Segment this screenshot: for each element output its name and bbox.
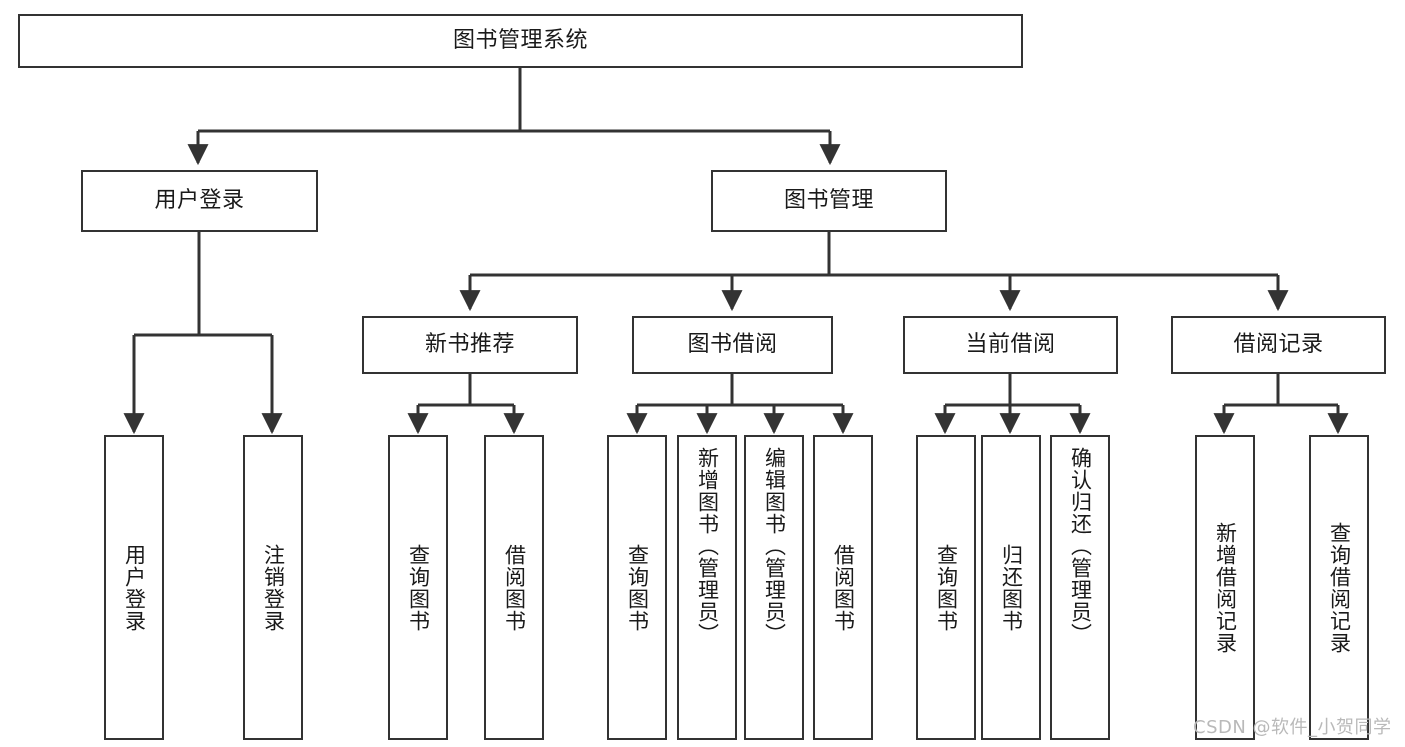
node-book-manage[interactable]: 图书管理: [711, 170, 947, 232]
node-new-book-recommend-label: 新书推荐: [424, 331, 515, 357]
node-leaf-borrow-book-2-label: 借阅图书: [831, 543, 856, 632]
node-leaf-query-book-2-label: 查询图书: [625, 543, 650, 632]
node-leaf-return-book[interactable]: 归还图书: [981, 435, 1041, 740]
node-leaf-add-record-label: 新增借阅记录: [1213, 521, 1238, 654]
edge-newbook-to-leaves: [407, 374, 525, 435]
node-leaf-return-book-label: 归还图书: [999, 543, 1024, 632]
edge-borrowrecord-to-leaves: [1213, 374, 1349, 435]
node-root[interactable]: 图书管理系统: [18, 14, 1023, 68]
node-leaf-query-book-3[interactable]: 查询图书: [916, 435, 976, 740]
node-leaf-add-record[interactable]: 新增借阅记录: [1195, 435, 1255, 740]
node-book-borrow-label: 图书借阅: [687, 331, 778, 357]
node-leaf-borrow-book-2[interactable]: 借阅图书: [813, 435, 873, 740]
edge-currentborrow-to-leaves: [934, 374, 1091, 435]
node-leaf-edit-book-label: 编辑图书（管理员）: [762, 447, 787, 645]
node-borrow-record[interactable]: 借阅记录: [1171, 316, 1386, 374]
node-new-book-recommend[interactable]: 新书推荐: [362, 316, 578, 374]
node-book-borrow[interactable]: 图书借阅: [632, 316, 833, 374]
node-root-label: 图书管理系统: [452, 27, 588, 53]
node-leaf-query-record[interactable]: 查询借阅记录: [1309, 435, 1369, 740]
node-leaf-confirm-return-label: 确认归还（管理员）: [1068, 447, 1093, 645]
node-current-borrow-label: 当前借阅: [965, 331, 1056, 357]
node-leaf-confirm-return[interactable]: 确认归还（管理员）: [1050, 435, 1110, 740]
node-leaf-query-book-1-label: 查询图书: [406, 543, 431, 632]
node-leaf-query-book-1[interactable]: 查询图书: [388, 435, 448, 740]
node-book-manage-label: 图书管理: [783, 187, 874, 213]
node-leaf-query-book-2[interactable]: 查询图书: [607, 435, 667, 740]
node-leaf-query-record-label: 查询借阅记录: [1327, 521, 1352, 654]
node-leaf-borrow-book-1-label: 借阅图书: [502, 543, 527, 632]
node-leaf-logout[interactable]: 注销登录: [243, 435, 303, 740]
node-borrow-record-label: 借阅记录: [1233, 331, 1324, 357]
edge-bookborrow-to-leaves: [626, 374, 854, 435]
node-user-login-label: 用户登录: [154, 187, 245, 213]
node-leaf-add-book-label: 新增图书（管理员）: [695, 447, 720, 645]
node-leaf-query-book-3-label: 查询图书: [934, 543, 959, 632]
edge-root-to-level2: [187, 68, 841, 166]
node-leaf-user-login[interactable]: 用户登录: [104, 435, 164, 740]
node-current-borrow[interactable]: 当前借阅: [903, 316, 1118, 374]
watermark-text: CSDN @软件_小贺同学: [1193, 717, 1392, 738]
node-leaf-borrow-book-1[interactable]: 借阅图书: [484, 435, 544, 740]
edge-bookmanage-to-level3: [459, 232, 1289, 312]
node-user-login[interactable]: 用户登录: [81, 170, 318, 232]
node-leaf-edit-book[interactable]: 编辑图书（管理员）: [744, 435, 804, 740]
node-leaf-logout-label: 注销登录: [261, 543, 286, 632]
edge-userlogin-to-leaves: [123, 232, 283, 435]
node-leaf-add-book[interactable]: 新增图书（管理员）: [677, 435, 737, 740]
node-leaf-user-login-label: 用户登录: [122, 543, 147, 632]
